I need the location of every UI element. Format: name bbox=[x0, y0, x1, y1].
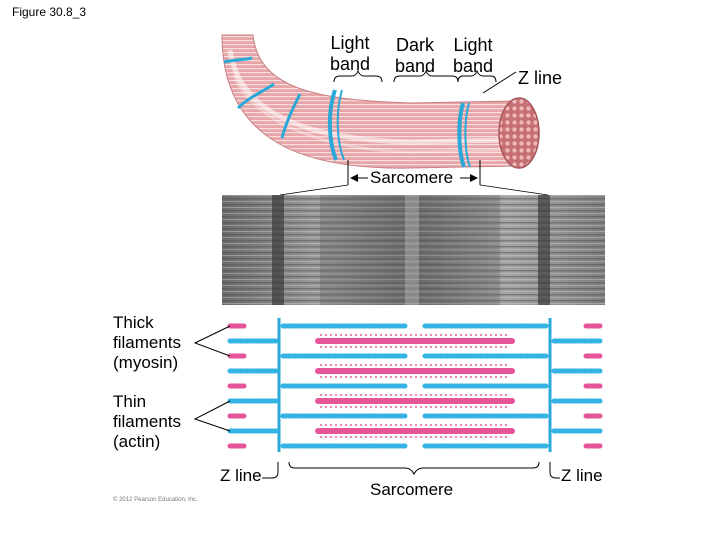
thin-line2: filaments bbox=[113, 412, 182, 431]
band-braces bbox=[333, 69, 497, 83]
light-band-right-label: Light band bbox=[453, 35, 493, 77]
sarcomere-arrow-right bbox=[470, 174, 478, 182]
myosin-filaments bbox=[227, 323, 603, 449]
sarcomere-bottom-label: Sarcomere bbox=[370, 480, 454, 499]
sarcomere-top-label: Sarcomere bbox=[370, 168, 454, 187]
sarcomere-arrow-left bbox=[350, 174, 358, 182]
z-line-bottom-right-label: Z line bbox=[561, 466, 603, 485]
thin-filaments-label: Thin filaments (actin) bbox=[113, 392, 181, 452]
thick-line2: filaments bbox=[113, 333, 182, 352]
dark-band-label: Dark band bbox=[395, 35, 435, 77]
thin-line1: Thin bbox=[113, 392, 147, 411]
label-pointers bbox=[193, 325, 231, 432]
z-line-top-label: Z line bbox=[518, 68, 563, 88]
dark-band-line2: band bbox=[395, 56, 436, 76]
thick-filaments-label: Thick filaments (myosin) bbox=[113, 313, 181, 373]
light-band-left-line1: Light bbox=[330, 33, 370, 53]
filament-diagram bbox=[222, 310, 605, 460]
light-band-right-line2: band bbox=[453, 56, 494, 76]
light-band-right-line1: Light bbox=[453, 35, 493, 55]
z-line-bottom-left-label: Z line bbox=[220, 466, 262, 485]
copyright-text: © 2012 Pearson Education, Inc. bbox=[113, 497, 198, 503]
light-band-left-line2: band bbox=[330, 54, 371, 74]
thick-line3: (myosin) bbox=[113, 353, 179, 372]
electron-micrograph bbox=[222, 195, 605, 305]
dark-band-line1: Dark bbox=[396, 35, 435, 55]
actin-filaments bbox=[227, 323, 603, 449]
thin-line3: (actin) bbox=[113, 432, 161, 451]
muscle-fiber-illustration bbox=[221, 34, 540, 169]
light-band-left-label: Light band bbox=[330, 33, 370, 75]
thick-line1: Thick bbox=[113, 313, 154, 332]
z-line-top-pointer bbox=[482, 71, 517, 94]
figure-title: Figure 30.8_3 bbox=[12, 5, 87, 19]
bottom-brackets bbox=[262, 461, 560, 479]
